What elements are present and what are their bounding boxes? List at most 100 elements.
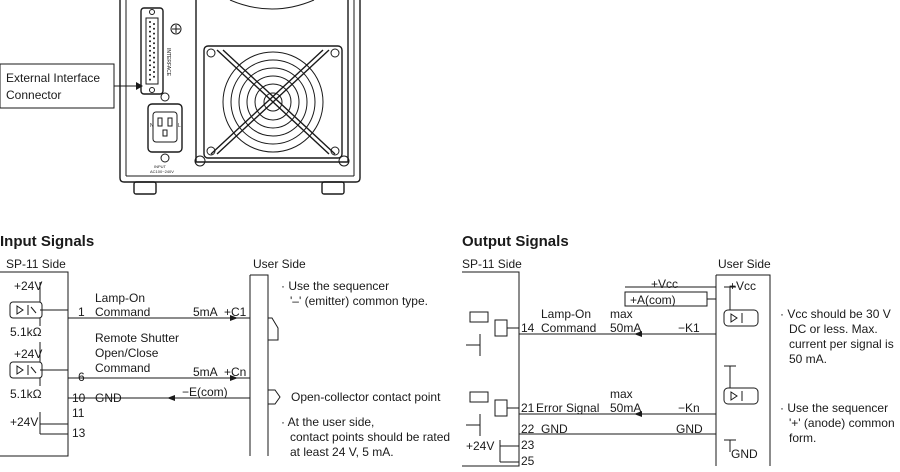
- input-c1-label: +C1: [224, 305, 247, 319]
- input-gnd-label: GND: [95, 391, 122, 405]
- screw-icon: [170, 23, 182, 35]
- input-note: · At the user side,: [281, 415, 374, 429]
- input-pin-label: 10: [72, 391, 86, 405]
- output-photocoupler-icon: [469, 391, 489, 403]
- photocoupler-icon: [9, 361, 43, 379]
- output-gnd-label: GND: [731, 447, 758, 461]
- input-24v-label: +24V: [14, 347, 42, 361]
- output-user-side-label: User Side: [718, 257, 771, 271]
- svg-text:INPUT: INPUT: [154, 164, 167, 169]
- output-pin-label: 23: [521, 438, 535, 452]
- svg-text:L: L: [178, 123, 181, 129]
- input-note: Open-collector contact point: [291, 390, 441, 404]
- device-foot-left: [133, 181, 157, 195]
- output-note: 50 mA.: [789, 352, 827, 366]
- connector-pin: [153, 56, 155, 59]
- input-current-label: 5mA: [193, 365, 218, 379]
- output-note: · Vcc should be 30 V: [780, 307, 891, 321]
- fan-housing: [194, 0, 350, 167]
- input-sp-side-label: SP-11 Side: [6, 257, 66, 271]
- svg-text:N: N: [150, 123, 154, 129]
- connector-pin: [149, 78, 151, 81]
- svg-text:AC100~240V: AC100~240V: [150, 169, 174, 174]
- connector-pin: [153, 51, 155, 54]
- connector-pin: [153, 27, 155, 30]
- input-pin-label: 6: [78, 370, 85, 384]
- external-interface-connector: INTERFACE: [140, 7, 171, 95]
- connector-pin: [153, 32, 155, 35]
- input-pin-label: 1: [78, 305, 85, 319]
- connector-pin: [153, 47, 155, 49]
- output-max-label: 50mA: [610, 401, 641, 415]
- input-resistor-label: 5.1kΩ: [10, 387, 42, 401]
- input-user-side-label: User Side: [253, 257, 306, 271]
- photocoupler-icon: [9, 301, 43, 319]
- input-note: '–' (emitter) common type.: [290, 294, 428, 308]
- output-24v-label: +24V: [466, 439, 494, 453]
- input-signals-title: Input Signals: [0, 233, 94, 250]
- input-cn-label: +Cn: [224, 365, 246, 379]
- output-gnd-label: GND: [541, 422, 568, 436]
- connector-pin: [149, 73, 151, 76]
- connector-pin: [153, 75, 155, 78]
- input-pin-label: 11: [72, 406, 85, 420]
- connector-pin: [149, 54, 151, 57]
- connector-pin: [153, 61, 155, 64]
- output-signals-title: Output Signals: [462, 233, 569, 250]
- input-lamp-label: Command: [95, 305, 150, 319]
- output-photocoupler-icon: [469, 311, 489, 323]
- output-pin-label: 21: [521, 401, 535, 415]
- input-shutter-label: Remote Shutter: [95, 331, 179, 345]
- connector-pin: [149, 59, 151, 62]
- connector-pin: [153, 71, 155, 73]
- input-note: · Use the sequencer: [281, 279, 389, 293]
- device-foot-right: [321, 181, 345, 195]
- input-current-label: 5mA: [193, 305, 218, 319]
- input-note: contact points should be rated: [290, 430, 450, 444]
- output-max-label: 50mA: [610, 321, 641, 335]
- connector-pin: [149, 69, 151, 71]
- output-error-label: Error Signal: [536, 401, 599, 415]
- connector-pin: [149, 49, 151, 52]
- output-note: DC or less. Max.: [789, 322, 878, 336]
- output-note: current per signal is: [789, 337, 894, 351]
- connector-pin: [149, 40, 151, 43]
- connector-pin: [153, 23, 155, 25]
- connector-pin: [153, 37, 155, 40]
- transistor-icon: [494, 319, 508, 337]
- connector-pin: [149, 64, 151, 67]
- user-photocoupler-icon: [723, 309, 759, 327]
- connector-pin: [149, 21, 151, 23]
- output-sp-side-label: SP-11 Side: [462, 257, 522, 271]
- output-max-label: max: [610, 387, 633, 401]
- user-photocoupler-icon: [723, 387, 759, 405]
- callout-line-1: External Interface: [6, 71, 100, 85]
- output-note: form.: [789, 431, 816, 445]
- input-circuit: [0, 271, 281, 457]
- output-pin-label: 22: [521, 422, 535, 436]
- output-circuit: [462, 271, 771, 467]
- output-kn-label: −Kn: [678, 401, 700, 415]
- connector-pin: [149, 35, 151, 38]
- transistor-icon: [494, 399, 508, 417]
- input-shutter-label: Command: [95, 361, 150, 375]
- output-pin-label: 14: [521, 321, 535, 335]
- input-note: at least 24 V, 5 mA.: [290, 445, 394, 459]
- input-shutter-label: Open/Close: [95, 346, 159, 360]
- output-lamp-label: Command: [541, 321, 596, 335]
- input-ecom-label: −E(com): [182, 385, 228, 399]
- connector-pin: [149, 45, 151, 47]
- callout-line-2: Connector: [6, 88, 61, 102]
- output-gnd-label: GND: [676, 422, 703, 436]
- output-k1-label: −K1: [678, 321, 700, 335]
- output-note: · Use the sequencer: [780, 401, 888, 415]
- output-lamp-label: Lamp-On: [541, 307, 591, 321]
- connector-pin: [153, 42, 155, 45]
- input-pin-label: 13: [72, 426, 86, 440]
- input-24v-label: +24V: [14, 279, 42, 293]
- svg-text:INTERFACE: INTERFACE: [165, 48, 171, 77]
- input-24v-label: +24V: [10, 415, 38, 429]
- callout-external-interface: External Interface Connector: [0, 63, 143, 109]
- connector-pin: [149, 30, 151, 33]
